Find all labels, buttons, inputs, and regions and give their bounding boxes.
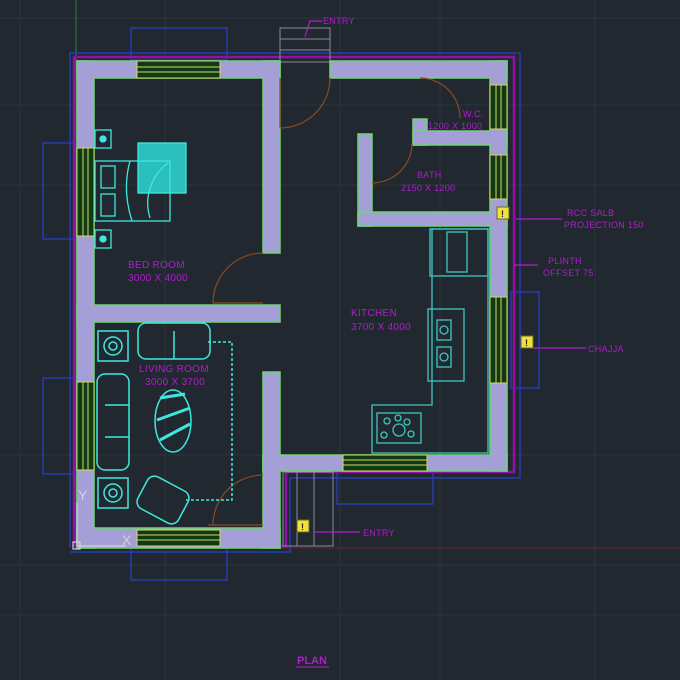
svg-text:!: ! xyxy=(501,209,504,219)
window-right-kitchen xyxy=(489,296,508,384)
room-labels: BED ROOM 3000 X 4000 LIVING ROOM 3000 X … xyxy=(128,109,484,388)
window-bottom-kitchen xyxy=(342,454,428,472)
room-size-bath: 2150 X 1200 xyxy=(401,183,455,193)
entry-steps-top xyxy=(279,27,331,63)
annotation-rcc-line2: PROJECTION 150 xyxy=(564,220,644,230)
room-size-wc: 1200 X 1000 xyxy=(428,121,482,131)
room-name-kitchen: KITCHEN xyxy=(351,308,397,319)
room-size-bedroom: 3000 X 4000 xyxy=(128,273,188,284)
ucs-icon xyxy=(72,503,126,550)
annotation-entry-top: ENTRY xyxy=(323,16,355,26)
annotation-plinth-line1: PLINTH xyxy=(548,256,582,266)
bed xyxy=(94,129,187,249)
room-name-bedroom: BED ROOM xyxy=(128,260,185,271)
window-right-wc xyxy=(489,84,508,130)
svg-text:!: ! xyxy=(301,522,304,532)
window-right-bath xyxy=(489,154,508,200)
room-name-bath: BATH xyxy=(417,170,442,180)
svg-text:!: ! xyxy=(525,338,528,348)
window-left-living xyxy=(76,381,95,471)
room-size-kitchen: 3700 X 4000 xyxy=(351,322,411,333)
warning-markers[interactable]: ! ! ! xyxy=(296,206,534,533)
drawing-title: PLAN xyxy=(297,655,327,667)
ucs-y-label: Y xyxy=(78,487,88,503)
windows xyxy=(76,60,508,547)
room-size-living: 3000 X 3700 xyxy=(145,377,205,388)
window-top-bedroom xyxy=(136,60,221,79)
ucs-x-label: X xyxy=(122,532,132,548)
warning-icon-rcc[interactable]: ! xyxy=(496,206,510,220)
room-name-living: LIVING ROOM xyxy=(139,364,209,375)
annotation-rcc-line1: RCC SALB xyxy=(567,208,614,218)
kitchen-counter xyxy=(371,228,489,454)
annotation-entry-bottom: ENTRY xyxy=(363,528,395,538)
warning-icon-entry[interactable]: ! xyxy=(296,519,310,533)
annotation-chajja: CHAJJA xyxy=(588,344,624,354)
annotations xyxy=(304,20,586,533)
living-furniture xyxy=(96,322,233,525)
door-swings xyxy=(208,77,461,526)
window-bottom-living xyxy=(136,529,221,547)
chajja-outlines xyxy=(42,27,540,581)
annotation-plinth-line2: OFFSET 75 xyxy=(543,268,594,278)
warning-icon-chajja[interactable]: ! xyxy=(520,335,534,349)
entry-steps-bottom xyxy=(282,471,334,547)
window-left-bedroom xyxy=(76,147,95,237)
room-name-wc: W.C. xyxy=(463,109,484,119)
